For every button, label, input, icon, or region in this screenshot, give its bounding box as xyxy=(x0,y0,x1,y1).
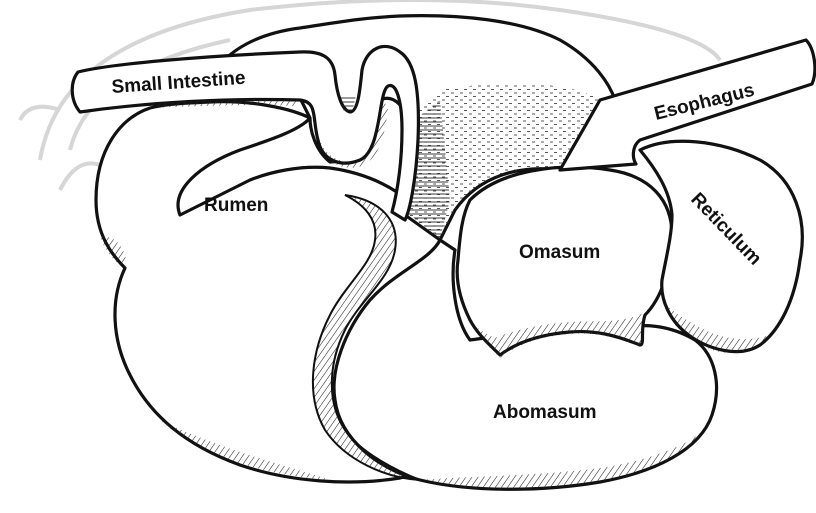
label-abomasum: Abomasum xyxy=(493,402,596,423)
label-omasum: Omasum xyxy=(519,242,600,263)
label-rumen: Rumen xyxy=(204,195,268,216)
